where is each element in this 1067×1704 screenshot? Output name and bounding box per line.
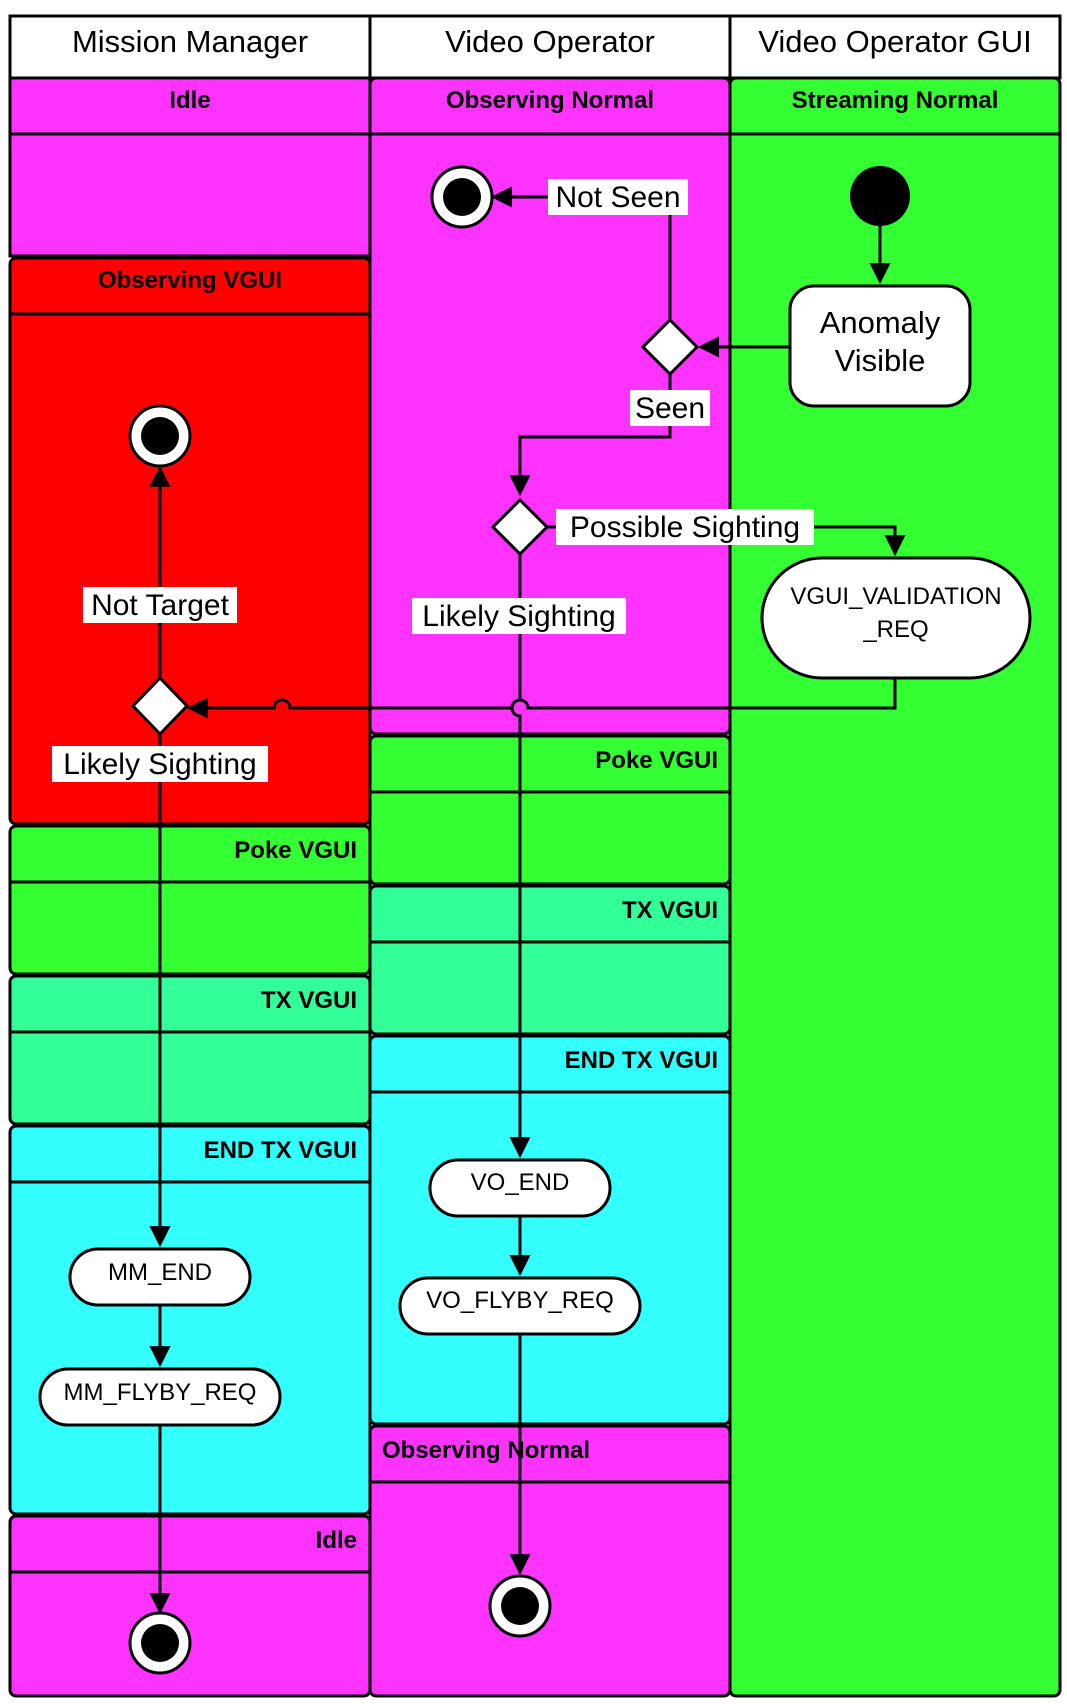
lane-header-mission-manager — [8, 14, 372, 80]
vo-flyby-req-label: VO_FLYBY_REQ — [426, 1287, 614, 1314]
mm-end-signal: MM_END — [68, 1247, 252, 1307]
final-node-vo-top — [430, 165, 494, 229]
state-vo-tx-vgui: TX VGUI — [368, 884, 732, 1036]
lane-title-video-operator: Video Operator — [445, 24, 655, 59]
state-label: TX VGUI — [261, 987, 357, 1014]
state-label: TX VGUI — [622, 897, 718, 924]
state-vo-observing-normal-bottom: Observing Normal — [368, 1424, 732, 1698]
state-label: Observing VGUI — [98, 267, 282, 294]
anomaly-visible-label-line1: Anomaly — [820, 305, 941, 340]
final-node-mm-bottom — [128, 1611, 192, 1675]
edge-label-likely-sighting-mm: Likely Sighting — [63, 748, 256, 781]
state-vo-end-tx-vgui: END TX VGUI — [368, 1034, 732, 1426]
state-label: Poke VGUI — [595, 747, 718, 774]
edge-likely-sighting-vo — [509, 554, 531, 1159]
vgui-validation-label-line1: VGUI_VALIDATION — [790, 583, 1001, 610]
anomaly-visible-label-line2: Visible — [835, 343, 926, 378]
vo-end-signal: VO_END — [428, 1158, 612, 1218]
edge-label-possible-sighting: Possible Sighting — [570, 511, 800, 544]
mm-decision-node — [130, 675, 190, 737]
state-vo-poke-vgui: Poke VGUI — [368, 734, 732, 886]
final-node-vo-bottom — [488, 1574, 552, 1638]
state-label: END TX VGUI — [565, 1047, 718, 1074]
state-mm-end-tx-vgui: END TX VGUI — [8, 1124, 372, 1516]
anomaly-visible-action: Anomaly Visible — [788, 284, 972, 408]
state-label: Observing Normal — [382, 1437, 590, 1464]
state-mm-idle-top: Idle — [8, 76, 372, 258]
state-label: Poke VGUI — [234, 837, 357, 864]
state-mm-idle-bottom: Idle — [8, 1514, 372, 1698]
vo-flyby-req-signal: VO_FLYBY_REQ — [398, 1276, 642, 1336]
seen-decision-node — [640, 317, 700, 377]
mm-flyby-req-signal: MM_FLYBY_REQ — [38, 1367, 282, 1427]
vgui-validation-label-line2: _REQ — [862, 616, 928, 643]
final-node-mm-observing — [128, 404, 192, 468]
vo-end-label: VO_END — [471, 1169, 570, 1196]
edge-label-likely-sighting-vo: Likely Sighting — [422, 600, 615, 633]
lane-header-video-operator — [368, 14, 732, 80]
edge-label-seen: Seen — [635, 392, 705, 425]
sighting-decision-node — [490, 497, 550, 557]
edge-label-not-target: Not Target — [91, 589, 230, 622]
state-label: Streaming Normal — [792, 87, 999, 114]
initial-node — [850, 166, 910, 226]
state-label: Idle — [169, 87, 210, 114]
mm-end-label: MM_END — [108, 1259, 212, 1286]
lane-title-mission-manager: Mission Manager — [72, 24, 308, 59]
state-label: Observing Normal — [446, 87, 654, 114]
state-vo-observing-normal-top: Observing Normal — [368, 76, 732, 736]
state-label: END TX VGUI — [204, 1137, 357, 1164]
state-gui-streaming-normal: Streaming Normal — [728, 76, 1062, 1698]
vgui-validation-req-signal: VGUI_VALIDATION _REQ — [760, 556, 1032, 680]
state-label: Idle — [316, 1527, 357, 1554]
lane-title-video-operator-gui: Video Operator GUI — [758, 24, 1031, 59]
mm-flyby-req-label: MM_FLYBY_REQ — [64, 1379, 257, 1406]
state-mm-observing-vgui: Observing VGUI — [8, 256, 372, 826]
state-mm-poke-vgui: Poke VGUI — [8, 824, 372, 976]
edge-label-not-seen: Not Seen — [555, 181, 680, 214]
state-mm-tx-vgui: TX VGUI — [8, 974, 372, 1126]
